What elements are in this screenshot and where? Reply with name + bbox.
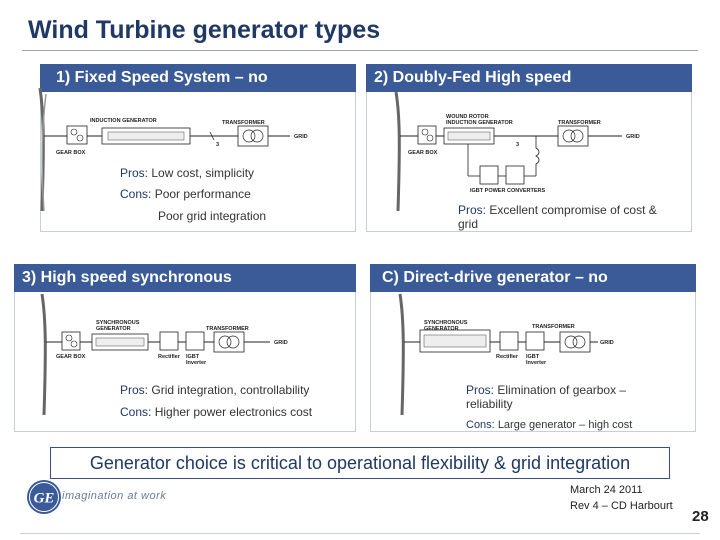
panel-4-heading: C) Direct-drive generator – no bbox=[370, 264, 696, 292]
label-grid: GRID bbox=[600, 340, 614, 346]
panel-3-heading: 3) High speed synchronous bbox=[14, 264, 356, 292]
page-number: 28 bbox=[692, 508, 709, 525]
panel-1-pros: Pros: Low cost, simplicity bbox=[120, 166, 255, 180]
label-phase: 3 bbox=[216, 142, 220, 148]
panel-4-body bbox=[370, 292, 696, 432]
label-gear-box: GEAR BOX bbox=[56, 150, 86, 156]
panel-1-cons: Cons: Poor performance bbox=[120, 187, 251, 201]
label-gear-box: GEAR BOX bbox=[408, 150, 438, 156]
panel-4-pros: Pros: Elimination of gearbox – bbox=[466, 383, 627, 397]
label-rectifier: Rectifier bbox=[496, 354, 519, 360]
label-igbt-inverter: IGBT Inverter bbox=[186, 354, 207, 366]
panel-3-body bbox=[14, 292, 356, 432]
label-grid: GRID bbox=[294, 134, 308, 140]
footer-date-rev: March 24 2011 Rev 4 – CD Harbourt bbox=[570, 482, 673, 514]
fixed-speed-diagram: INDUCTION GENERATOR TRANSFORMER GRID GEA… bbox=[32, 86, 332, 216]
panel-4-pros-2: reliability bbox=[466, 397, 513, 411]
ge-logo: GE bbox=[26, 479, 62, 515]
panel-1-cons-2: Poor grid integration bbox=[158, 209, 267, 223]
footer-date: March 24 2011 bbox=[570, 484, 643, 496]
label-wound-rotor: WOUND ROTOR INDUCTION GENERATOR bbox=[446, 114, 513, 126]
label-phase: 3 bbox=[516, 142, 520, 148]
panel-2-heading: 2) Doubly-Fed High speed bbox=[366, 64, 692, 92]
label-grid: GRID bbox=[274, 340, 288, 346]
doubly-fed-diagram: WOUND ROTOR INDUCTION GENERATOR TRANSFOR… bbox=[388, 86, 688, 216]
summary-banner: Generator choice is critical to operatio… bbox=[50, 447, 670, 479]
label-transformer: TRANSFORMER bbox=[532, 324, 575, 330]
ge-logo-text: GE bbox=[34, 491, 55, 507]
label-grid: GRID bbox=[626, 134, 640, 140]
direct-drive-diagram: SYNCHRONOUS GENERATOR TRANSFORMER GRID R… bbox=[392, 290, 692, 420]
title-divider bbox=[22, 50, 698, 51]
label-transformer: TRANSFORMER bbox=[222, 120, 265, 126]
panel-4-cons: Cons: Large generator – high cost bbox=[466, 419, 633, 431]
label-sync-generator: SYNCHRONOUS GENERATOR bbox=[96, 320, 140, 332]
page-title: Wind Turbine generator types bbox=[28, 16, 381, 44]
label-igbt-converters: IGBT POWER CONVERTERS bbox=[470, 188, 546, 194]
footer-divider bbox=[20, 533, 700, 534]
panel-2-pros: Pros: Excellent compromise of cost & bbox=[458, 203, 657, 217]
panel-3-pros: Pros: Grid integration, controllability bbox=[120, 383, 310, 397]
label-gear-box: GEAR BOX bbox=[56, 354, 86, 360]
panel-3-cons: Cons: Higher power electronics cost bbox=[120, 405, 313, 419]
label-igbt-inverter: IGBT Inverter bbox=[526, 354, 547, 366]
panel-1-body bbox=[40, 92, 356, 232]
label-transformer: TRANSFORMER bbox=[206, 326, 249, 332]
footer-rev: Rev 4 – CD Harbourt bbox=[570, 500, 673, 512]
high-speed-sync-diagram: SYNCHRONOUS GENERATOR TRANSFORMER GRID G… bbox=[34, 290, 334, 420]
panel-1-heading: 1) Fixed Speed System – no bbox=[40, 64, 356, 92]
label-transformer: TRANSFORMER bbox=[558, 120, 601, 126]
panel-2-pros-2: grid bbox=[458, 217, 479, 231]
panel-2-body bbox=[366, 92, 692, 232]
label-rectifier: Rectifier bbox=[158, 354, 181, 360]
label-induction-generator: INDUCTION GENERATOR bbox=[90, 118, 157, 124]
label-sync-generator: SYNCHRONOUS GENERATOR bbox=[424, 320, 468, 332]
tagline: imagination at work bbox=[62, 490, 167, 502]
